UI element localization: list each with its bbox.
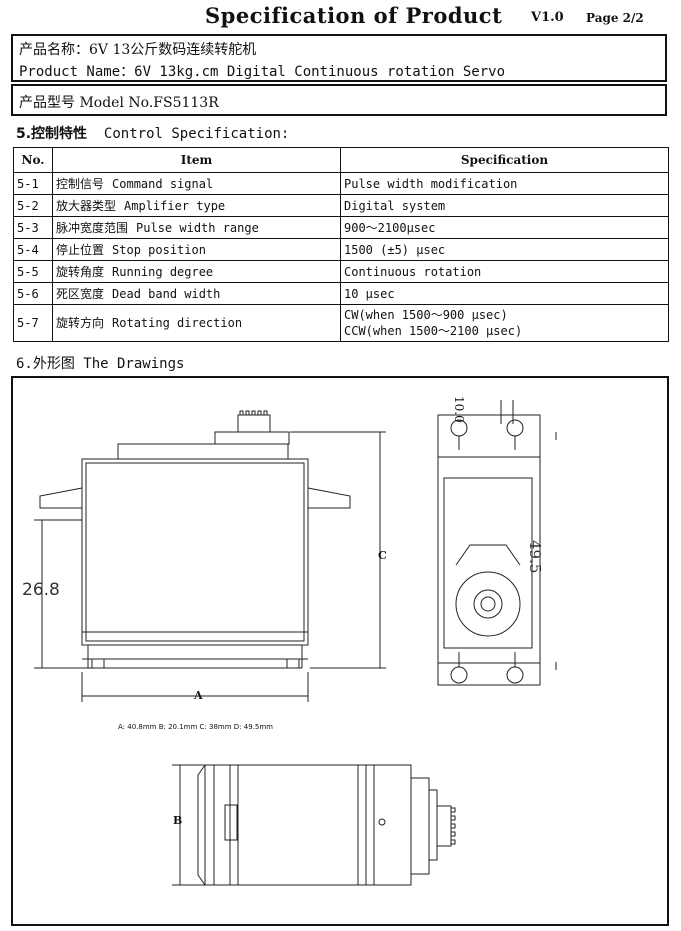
item-zh: 控制信号 — [56, 177, 105, 191]
table-row: 5-7 旋转方向 Rotating direction CW(when 1500～… — [13, 304, 669, 342]
item-zh: 脉冲宽度范围 — [56, 221, 129, 235]
model-box: 产品型号 Model No.FS5113R — [11, 84, 667, 116]
row-spec: Continuous rotation — [340, 260, 669, 283]
hole-spacing-dimension: 10.0 — [452, 396, 466, 423]
spec-line-2: CCW(when 1500～2100 μsec) — [344, 324, 523, 338]
item-zh: 死区宽度 — [56, 287, 105, 301]
row-item: 旋转方向 Rotating direction — [52, 304, 341, 342]
item-zh: 停止位置 — [56, 243, 105, 257]
drawings-frame — [11, 376, 669, 926]
col-header-item: Item — [52, 147, 341, 173]
row-spec: 1500 (±5) μsec — [340, 238, 669, 261]
row-item: 停止位置 Stop position — [52, 238, 341, 261]
row-item: 放大器类型 Amplifier type — [52, 194, 341, 217]
top-view — [437, 400, 557, 686]
row-spec: 900～2100μsec — [340, 216, 669, 239]
spec-line-1: CW(when 1500～900 μsec) — [344, 308, 508, 322]
item-en: Stop position — [112, 243, 206, 257]
model-number: 产品型号 Model No.FS5113R — [19, 95, 219, 111]
table-row: 5-3 脉冲宽度范围 Pulse width range 900～2100μsec — [13, 216, 669, 239]
dimension-label-b: B — [173, 814, 183, 827]
row-no: 5-1 — [13, 172, 53, 195]
row-no: 5-7 — [13, 304, 53, 342]
item-en: Rotating direction — [112, 316, 243, 330]
item-en: Pulse width range — [136, 221, 259, 235]
product-name-zh: 产品名称：6V 13公斤数码连续转舵机 — [19, 42, 257, 58]
height-dimension: 26.8 — [22, 580, 60, 600]
item-zh: 旋转方向 — [56, 316, 105, 330]
section-6-heading: 6.外形图 The Drawings — [16, 356, 185, 372]
item-en: Amplifier type — [124, 199, 226, 213]
row-spec: Pulse width modification — [340, 172, 669, 195]
table-row: 5-2 放大器类型 Amplifier type Digital system — [13, 194, 669, 217]
front-view — [34, 410, 386, 702]
product-name-box: 产品名称：6V 13公斤数码连续转舵机 Product Name：6V 13kg… — [11, 34, 667, 82]
row-no: 5-3 — [13, 216, 53, 239]
dimension-label-c: C — [378, 549, 387, 562]
row-no: 5-5 — [13, 260, 53, 283]
item-zh: 旋转角度 — [56, 265, 105, 279]
side-view — [172, 764, 456, 886]
dimension-label-a: A — [194, 689, 203, 702]
item-en: Command signal — [112, 177, 214, 191]
dimension-legend: A: 40.8mm B: 20.1mm C: 38mm D: 49.5mm — [118, 723, 273, 731]
row-spec: CW(when 1500～900 μsec) CCW(when 1500～2100… — [340, 304, 669, 342]
page-number: Page 2/2 — [586, 11, 644, 25]
item-en: Dead band width — [112, 287, 221, 301]
document-title: Specification of Product — [205, 3, 503, 28]
table-row: 5-5 旋转角度 Running degree Continuous rotati… — [13, 260, 669, 283]
section-5-heading: 5.控制特性 Control Specification: — [16, 123, 289, 143]
section-5-title-en: Control Specification: — [103, 126, 290, 142]
item-zh: 放大器类型 — [56, 199, 117, 213]
item-en: Running degree — [112, 265, 214, 279]
row-spec: Digital system — [340, 194, 669, 217]
version-label: V1.0 — [531, 10, 564, 25]
row-no: 5-2 — [13, 194, 53, 217]
length-dimension: 49.5 — [526, 540, 544, 574]
section-5-title-zh: 5.控制特性 — [16, 126, 88, 142]
product-name-en: Product Name：6V 13kg.cm Digital Continuo… — [19, 64, 506, 80]
